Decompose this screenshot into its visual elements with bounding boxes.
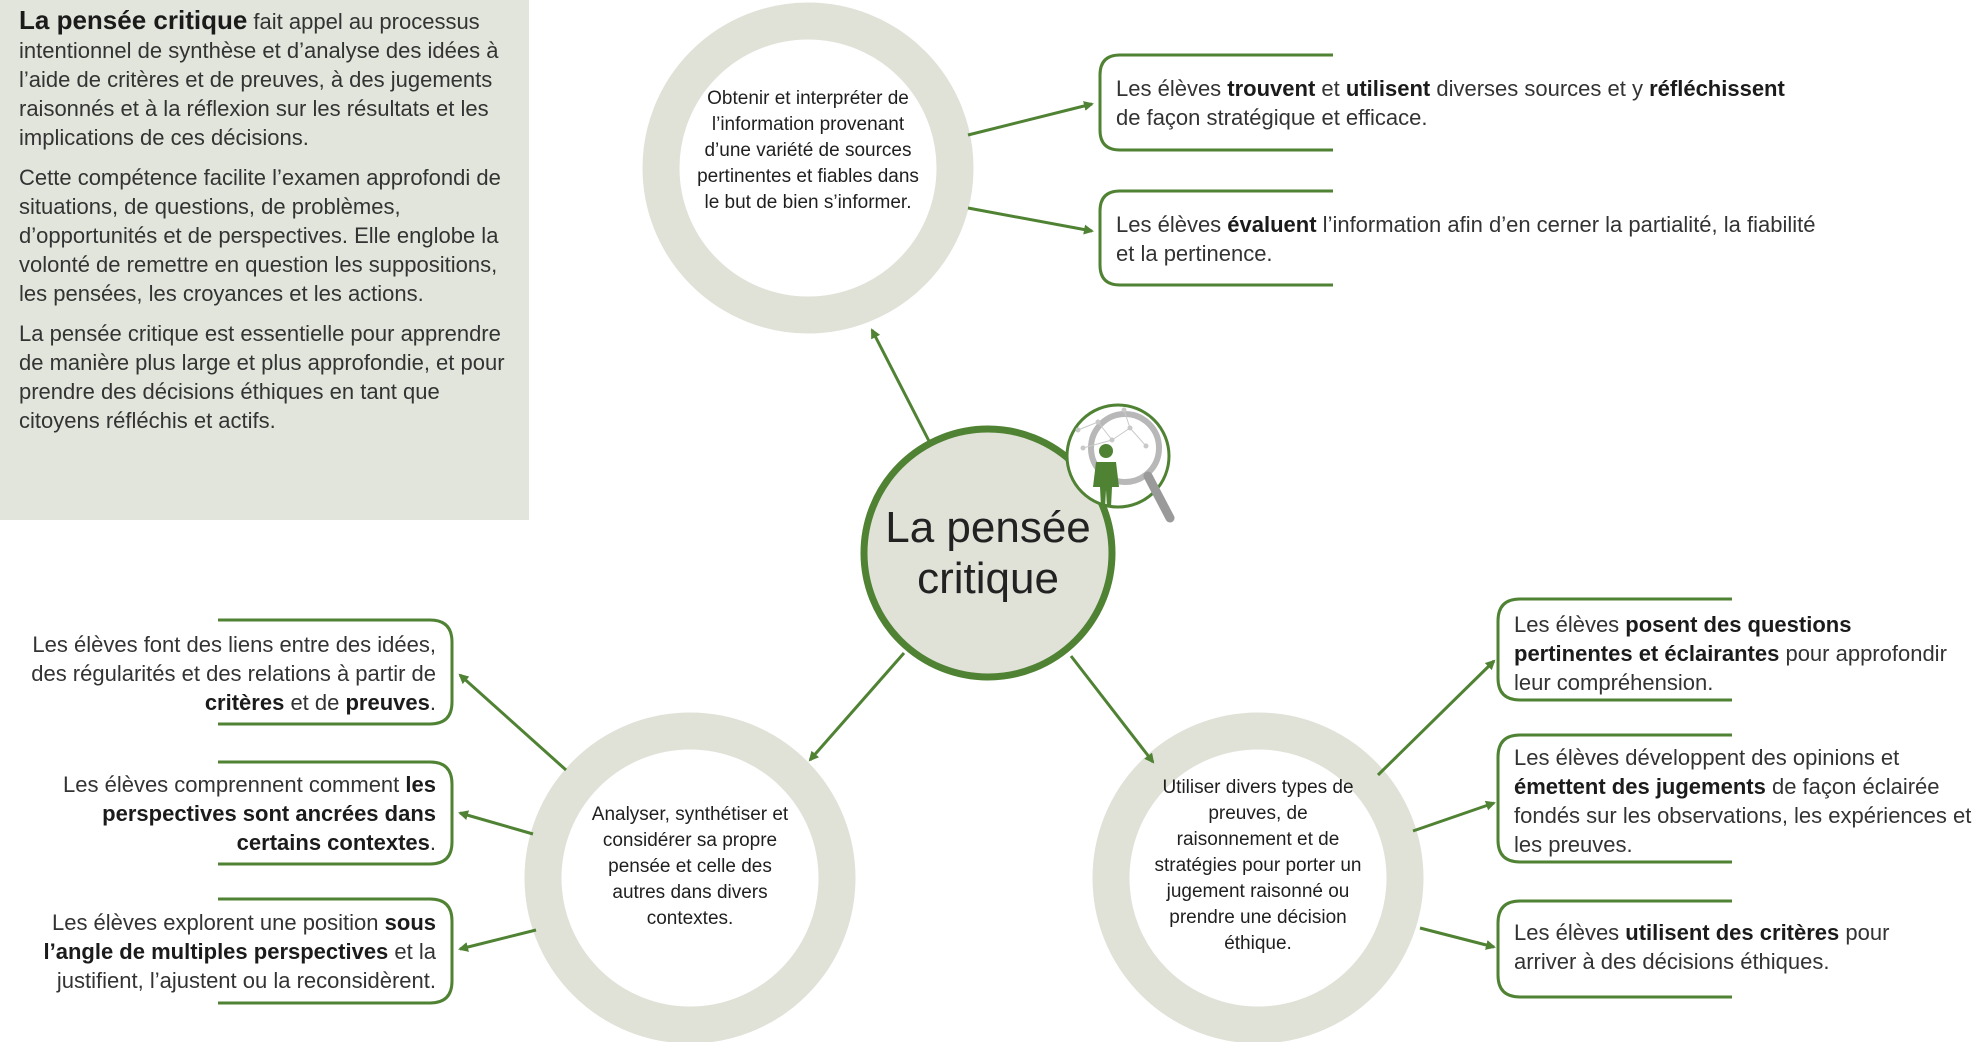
intro-panel: La pensée critique fait appel au process… — [0, 0, 529, 520]
intro-paragraph-1: La pensée critique fait appel au process… — [19, 6, 509, 152]
connector-center-right — [1069, 655, 1155, 764]
left-circle-text: Analyser, synthétiser et considérer sa p… — [591, 804, 789, 929]
connector-center-left — [808, 652, 906, 762]
bracket-left-2 — [218, 760, 454, 866]
bracket-top-1 — [1098, 53, 1333, 152]
arrow-left-2 — [458, 810, 534, 836]
bracket-right-3 — [1496, 899, 1732, 999]
connector-center-top — [870, 328, 932, 444]
left-statement-1: Les élèves font des liens entre des idée… — [31, 632, 436, 715]
arrow-right-2 — [1412, 800, 1496, 833]
bracket-left-1 — [218, 618, 454, 726]
right-statement-1: Les élèves posent des questions pertinen… — [1514, 612, 1947, 695]
intro-lead: La pensée critique — [19, 5, 248, 35]
right-circle-ring — [1092, 712, 1424, 1042]
intro-paragraph-2: Cette compétence facilite l’examen appro… — [19, 165, 501, 306]
arrow-left-1 — [458, 673, 568, 772]
arrow-top-1 — [967, 101, 1094, 137]
magnifier-person-icon — [1065, 403, 1175, 523]
left-statement-2: Les élèves comprennent comment les persp… — [63, 772, 436, 855]
right-statement-3: Les élèves utilisent des critères pour a… — [1514, 920, 1890, 974]
bracket-top-2 — [1098, 189, 1333, 287]
intro-p1-text: fait appel au processus intentionnel de … — [19, 9, 499, 150]
arrow-right-1 — [1376, 659, 1496, 777]
bracket-right-1 — [1496, 597, 1732, 702]
center-title: La pensée critique — [885, 503, 1091, 603]
bracket-left-3 — [218, 897, 454, 1005]
arrow-left-3 — [458, 928, 537, 952]
right-statement-2: Les élèves développent des opinions et é… — [1514, 745, 1972, 857]
center-circle — [860, 425, 1116, 681]
right-circle-text: Utiliser divers types de preuves, de rai… — [1154, 777, 1362, 954]
intro-paragraph-3: La pensée critique est essentielle pour … — [19, 321, 505, 433]
left-circle-ring — [524, 712, 856, 1042]
left-statement-3: Les élèves explorent une position sous l… — [43, 910, 437, 993]
top-statement-1: Les élèves trouvent et utilisent diverse… — [1116, 76, 1785, 130]
top-circle-text: Obtenir et interpréter de l’information … — [697, 88, 919, 213]
top-circle-ring — [642, 2, 974, 334]
arrow-top-2 — [967, 206, 1094, 235]
bracket-right-2 — [1496, 733, 1732, 864]
arrow-right-3 — [1419, 926, 1496, 950]
top-statement-2: Les élèves évaluent l’information afin d… — [1116, 212, 1816, 266]
